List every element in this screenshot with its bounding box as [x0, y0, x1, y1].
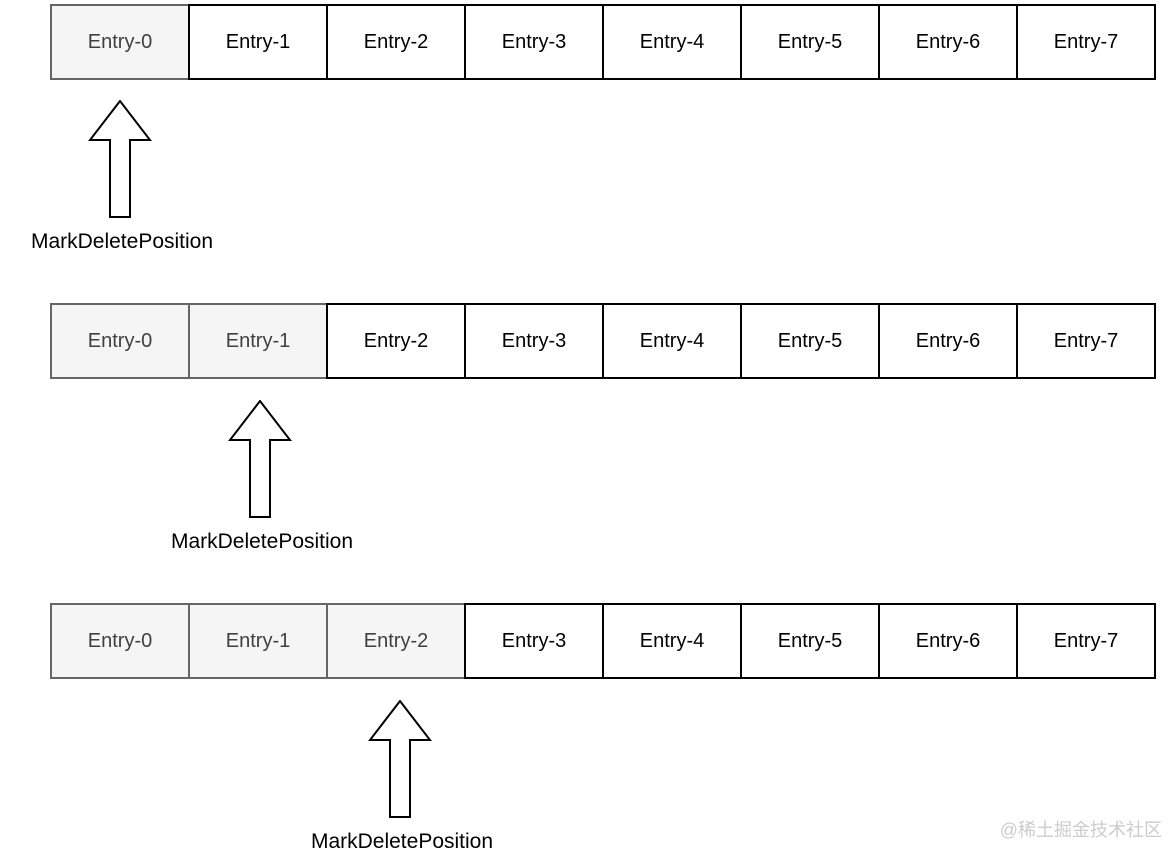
array-cell: Entry-4: [602, 603, 742, 679]
mark-delete-position-label: MarkDeletePosition: [30, 230, 214, 253]
array-cell: Entry-2: [326, 603, 466, 679]
array-cell: Entry-7: [1016, 603, 1156, 679]
array-cell: Entry-6: [878, 303, 1018, 379]
entry-array-step1: Entry-0 Entry-1 Entry-2 Entry-3 Entry-4 …: [50, 4, 1156, 80]
array-cell: Entry-3: [464, 603, 604, 679]
up-arrow-icon: [228, 400, 292, 518]
array-cell: Entry-4: [602, 303, 742, 379]
array-cell: Entry-2: [326, 303, 466, 379]
array-cell: Entry-0: [50, 4, 190, 80]
entry-array-step3: Entry-0 Entry-1 Entry-2 Entry-3 Entry-4 …: [50, 603, 1156, 679]
array-cell: Entry-0: [50, 603, 190, 679]
mark-delete-position-label: MarkDeletePosition: [310, 830, 494, 853]
mark-delete-position-label: MarkDeletePosition: [170, 530, 354, 553]
array-cell: Entry-2: [326, 4, 466, 80]
watermark: @稀土掘金技术社区: [999, 820, 1162, 840]
array-cell: Entry-6: [878, 4, 1018, 80]
array-cell: Entry-1: [188, 303, 328, 379]
array-cell: Entry-3: [464, 4, 604, 80]
entry-array-step2: Entry-0 Entry-1 Entry-2 Entry-3 Entry-4 …: [50, 303, 1156, 379]
array-cell: Entry-1: [188, 4, 328, 80]
array-cell: Entry-1: [188, 603, 328, 679]
array-cell: Entry-6: [878, 603, 1018, 679]
array-cell: Entry-5: [740, 4, 880, 80]
up-arrow-icon: [368, 700, 432, 818]
array-cell: Entry-0: [50, 303, 190, 379]
array-cell: Entry-7: [1016, 303, 1156, 379]
array-cell: Entry-7: [1016, 4, 1156, 80]
array-cell: Entry-4: [602, 4, 742, 80]
array-cell: Entry-5: [740, 303, 880, 379]
up-arrow-icon: [88, 100, 152, 218]
array-cell: Entry-5: [740, 603, 880, 679]
array-cell: Entry-3: [464, 303, 604, 379]
